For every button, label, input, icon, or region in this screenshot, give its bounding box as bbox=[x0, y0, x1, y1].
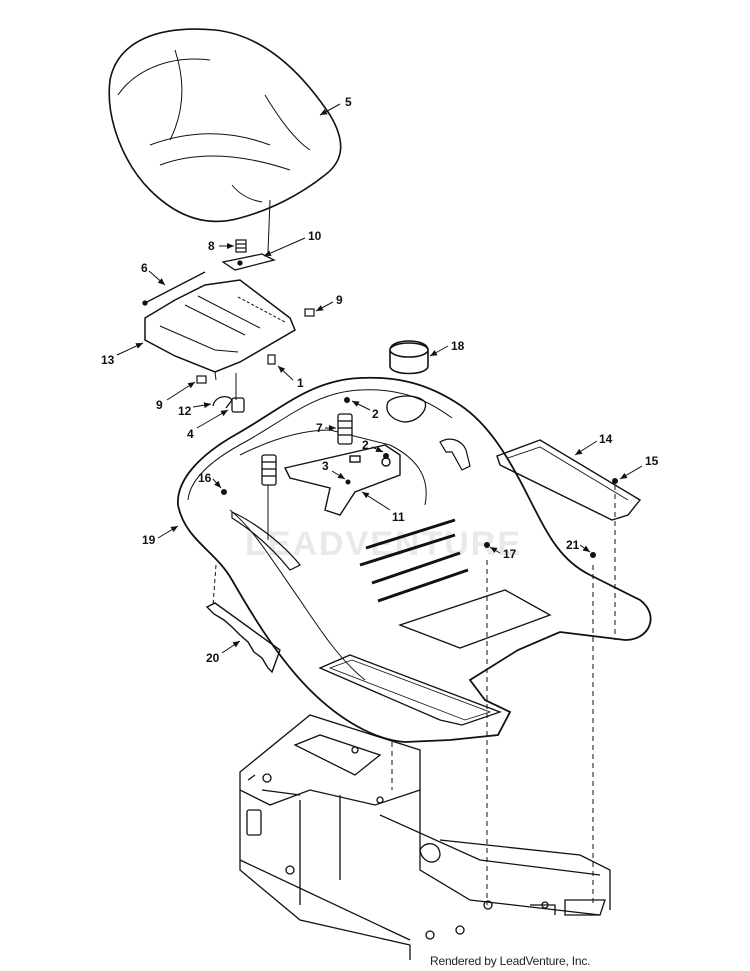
rear-panel bbox=[496, 439, 642, 521]
svg-text:7: 7 bbox=[316, 421, 323, 435]
seat-cushion bbox=[108, 28, 342, 223]
adjust-rod bbox=[142, 271, 206, 306]
clip bbox=[212, 395, 233, 409]
svg-text:6: 6 bbox=[141, 261, 148, 275]
callout-5: 5 bbox=[319, 95, 352, 116]
callout-10: 10 bbox=[263, 229, 322, 257]
callout-9-upper: 9 bbox=[315, 293, 343, 312]
svg-text:19: 19 bbox=[142, 533, 156, 547]
svg-text:9: 9 bbox=[156, 398, 163, 412]
svg-text:13: 13 bbox=[101, 353, 115, 367]
callout-19: 19 bbox=[142, 525, 179, 547]
svg-text:17: 17 bbox=[503, 547, 517, 561]
svg-text:16: 16 bbox=[198, 471, 212, 485]
svg-text:14: 14 bbox=[599, 432, 613, 446]
callout-16: 16 bbox=[198, 471, 222, 489]
svg-text:5: 5 bbox=[345, 95, 352, 109]
alignment-guides bbox=[391, 485, 616, 905]
callout-11: 11 bbox=[361, 491, 405, 524]
svg-text:11: 11 bbox=[392, 510, 405, 524]
seat-pan bbox=[144, 279, 296, 381]
svg-text:8: 8 bbox=[208, 239, 215, 253]
callout-15: 15 bbox=[619, 454, 659, 480]
callout-6: 6 bbox=[141, 261, 166, 286]
callout-4: 4 bbox=[187, 409, 229, 441]
callout-17: 17 bbox=[489, 546, 517, 561]
screw bbox=[221, 397, 618, 558]
callout-14: 14 bbox=[574, 432, 613, 456]
svg-text:20: 20 bbox=[206, 651, 220, 665]
fender-slot bbox=[231, 511, 301, 571]
callout-2-lower: 2 bbox=[362, 438, 384, 453]
footer-credit: Rendered by LeadVenture, Inc. bbox=[430, 954, 591, 968]
callout-12: 12 bbox=[178, 402, 212, 418]
nut bbox=[267, 354, 276, 365]
seat-bracket bbox=[221, 253, 276, 271]
svg-text:2: 2 bbox=[372, 407, 379, 421]
svg-text:15: 15 bbox=[645, 454, 659, 468]
svg-text:3: 3 bbox=[322, 459, 329, 473]
callout-8: 8 bbox=[208, 239, 234, 253]
leader-line bbox=[212, 564, 217, 606]
callout-21: 21 bbox=[566, 538, 591, 553]
svg-text:10: 10 bbox=[308, 229, 322, 243]
svg-text:9: 9 bbox=[336, 293, 343, 307]
spring-left bbox=[261, 454, 277, 486]
callout-20: 20 bbox=[206, 640, 241, 665]
callout-7: 7 bbox=[316, 421, 336, 435]
tractor-frame bbox=[239, 714, 611, 960]
callout-3: 3 bbox=[322, 459, 346, 480]
callout-9-lower: 9 bbox=[156, 381, 196, 412]
callout-18: 18 bbox=[429, 339, 465, 357]
seat-spring bbox=[235, 239, 247, 253]
mount-bracket bbox=[283, 444, 401, 516]
svg-text:2: 2 bbox=[362, 438, 369, 452]
knob bbox=[231, 397, 245, 413]
callout-13: 13 bbox=[101, 342, 144, 367]
height-bracket bbox=[205, 602, 281, 674]
fuel-cap bbox=[389, 340, 429, 375]
bolt bbox=[196, 308, 315, 384]
svg-text:18: 18 bbox=[451, 339, 465, 353]
svg-text:12: 12 bbox=[178, 404, 192, 418]
leader-line bbox=[267, 199, 271, 253]
svg-text:4: 4 bbox=[187, 427, 194, 441]
svg-text:21: 21 bbox=[566, 538, 580, 552]
svg-text:1: 1 bbox=[297, 376, 304, 390]
callout-2-upper: 2 bbox=[351, 400, 379, 421]
callout-1: 1 bbox=[277, 365, 304, 390]
spring-right bbox=[337, 413, 353, 445]
